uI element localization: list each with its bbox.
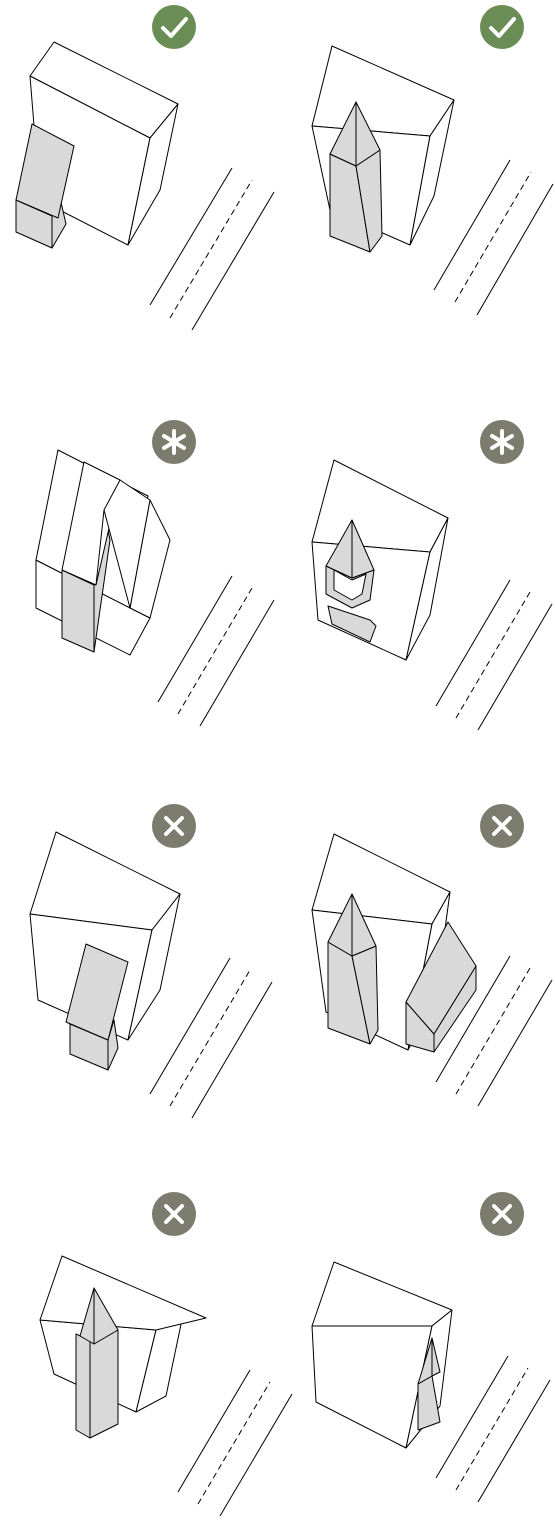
example-row4-right xyxy=(311,1192,551,1503)
check-icon xyxy=(161,17,188,38)
house xyxy=(29,831,181,1071)
status-badge-rejected xyxy=(480,1192,524,1236)
example-row1-left xyxy=(15,5,275,331)
example-row1-right xyxy=(311,5,554,316)
x-icon xyxy=(164,816,184,836)
x-icon xyxy=(164,1204,184,1224)
check-icon xyxy=(489,17,516,38)
example-row3-right xyxy=(311,804,553,1107)
street xyxy=(177,1369,293,1517)
status-badge-conditional xyxy=(152,420,196,464)
status-badge-rejected xyxy=(152,804,196,848)
house xyxy=(35,449,171,656)
house xyxy=(311,459,449,661)
asterisk-icon xyxy=(162,429,186,455)
street xyxy=(435,1355,551,1503)
status-badge-rejected xyxy=(480,804,524,848)
house xyxy=(311,1261,453,1449)
status-badge-conditional xyxy=(480,420,524,464)
house xyxy=(311,833,477,1053)
example-row4-left xyxy=(39,1192,293,1517)
street xyxy=(435,579,553,731)
example-row2-left xyxy=(35,420,275,727)
street xyxy=(433,159,554,316)
house xyxy=(311,45,455,253)
house xyxy=(15,41,179,249)
street xyxy=(157,575,275,727)
street xyxy=(435,955,553,1107)
street xyxy=(149,957,273,1119)
example-row3-left xyxy=(29,804,273,1119)
addition-tower xyxy=(75,1333,91,1439)
example-row2-right xyxy=(311,420,553,731)
x-icon xyxy=(492,816,512,836)
status-badge-rejected xyxy=(152,1192,196,1236)
x-icon xyxy=(492,1204,512,1224)
house xyxy=(39,1255,207,1439)
status-badge-approved xyxy=(480,5,524,49)
street xyxy=(149,167,275,331)
asterisk-icon xyxy=(490,429,514,455)
status-badge-approved xyxy=(152,5,196,49)
